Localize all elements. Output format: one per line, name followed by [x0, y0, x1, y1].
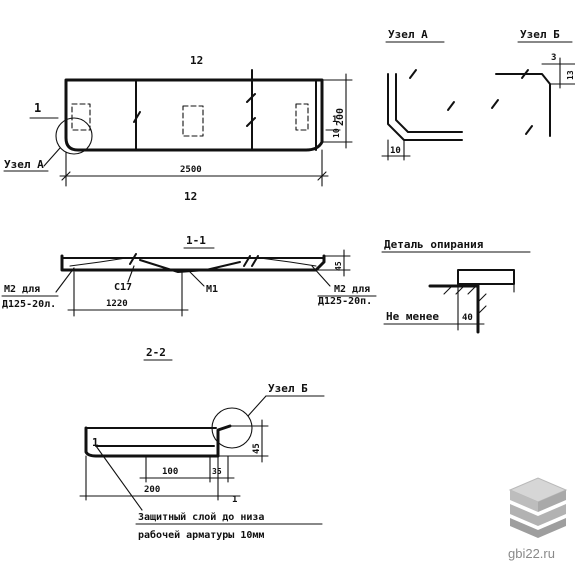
section-2-2-height-dim: 45: [252, 443, 262, 454]
support-detail: Деталь опирания Не менее 40: [381, 238, 531, 334]
right-label-line1: М2 для: [334, 284, 370, 295]
plan-top-dim: 12: [190, 54, 203, 67]
node-a-profile-outer: [387, 73, 463, 141]
section-1-1: 1-1 М2 для Д125-20л. С17 М1 1220 45: [1, 234, 377, 317]
node-b-detail: Узел Б 3 13: [491, 28, 575, 137]
node-a-callout-circle: [55, 117, 93, 155]
plan-view: 12 1 Узел А 200 1 10 2500 12: [3, 54, 353, 203]
node-a-break: [447, 101, 455, 111]
support-title: Деталь опирания: [384, 238, 483, 251]
section-2-2-mark: 1: [92, 436, 99, 449]
node-a-title: Узел А: [388, 28, 428, 41]
break-mark: [129, 253, 137, 265]
node-b-dim-a: 3: [551, 53, 556, 63]
section-2-2-side-dim: 35: [212, 467, 222, 476]
break-mark: [246, 117, 256, 127]
right-dim: 45: [334, 261, 343, 271]
plan-bottom-dim: 12: [184, 190, 197, 203]
break-mark: [243, 255, 251, 267]
embedded-part-right: [295, 103, 309, 131]
break-mark: [133, 111, 141, 123]
note-line2: рабочей арматуры 10мм: [138, 529, 264, 541]
center-dim: 1220: [106, 299, 128, 309]
embedded-part-left: [71, 103, 91, 131]
node-b-profile: [495, 73, 551, 137]
section-2-2-width-dim: 200: [144, 485, 160, 495]
plan-small-dim-a: 1: [332, 115, 337, 125]
plan-outline: [64, 78, 324, 152]
break-mark: [246, 93, 256, 103]
support-hatch: [443, 285, 453, 295]
length-tick-l: [61, 171, 71, 181]
support-hatch: [455, 285, 465, 295]
support-slab: [457, 269, 515, 285]
plan-node-a-label: Узел А: [4, 158, 44, 171]
rebar-left: [69, 257, 127, 267]
note-leader: [95, 445, 143, 511]
node-a-detail: Узел А 10: [381, 28, 463, 161]
node-b-leader: [247, 395, 267, 417]
left-label-line2: Д125-20л.: [2, 299, 56, 310]
right-leader: [311, 265, 331, 287]
node-b-break: [525, 125, 533, 135]
section-2-2-note-mark: 1: [232, 495, 237, 505]
layers-logo: [508, 477, 568, 538]
length-tick-r: [317, 171, 327, 181]
node-b-break: [491, 99, 499, 109]
watermark-text: gbi22.ru: [508, 546, 555, 561]
section-2-2: 2-2 Узел Б 1 45 100 35 200 1 Защитный сл…: [79, 346, 325, 541]
section-2-2-outline: [84, 424, 232, 458]
section-2-2-inner-dim: 100: [162, 467, 178, 477]
right-label-line2: Д125-20п.: [318, 296, 372, 307]
node-b-break: [521, 69, 529, 79]
break-mark: [251, 255, 259, 267]
node-b-dim-b: 13: [566, 70, 575, 80]
center-leader-a: [127, 265, 135, 283]
watermark: gbi22.ru: [508, 477, 568, 561]
embedded-part-center: [182, 105, 204, 137]
support-dim: 40: [462, 313, 473, 323]
node-a-leader: [43, 147, 61, 167]
note-line1: Защитный слой до низа: [138, 511, 264, 523]
rebar-center: [139, 259, 241, 273]
plan-small-dim-b: 10: [332, 128, 341, 138]
node-a-break: [409, 69, 417, 79]
support-hatch: [477, 293, 487, 303]
support-note: Не менее: [386, 310, 439, 323]
left-label-line1: М2 для: [4, 284, 40, 295]
section-2-2-node-b-label: Узел Б: [268, 382, 308, 395]
plan-height-dim: 200: [335, 108, 346, 126]
center-label-b: М1: [206, 284, 218, 295]
section-1-1-title: 1-1: [186, 234, 206, 247]
center-label-a: С17: [114, 282, 132, 293]
center-leader-b: [189, 271, 205, 287]
section-mark-1: 1: [34, 101, 41, 115]
node-b-title: Узел Б: [520, 28, 560, 41]
support-hatch: [477, 305, 487, 315]
support-hatch: [467, 285, 477, 295]
left-leader: [55, 267, 75, 293]
section-2-2-title: 2-2: [146, 346, 166, 359]
plan-length-dim: 2500: [180, 165, 202, 175]
rebar-right: [259, 257, 317, 267]
node-a-dim: 10: [390, 146, 401, 156]
node-a-profile-inner: [395, 73, 463, 133]
